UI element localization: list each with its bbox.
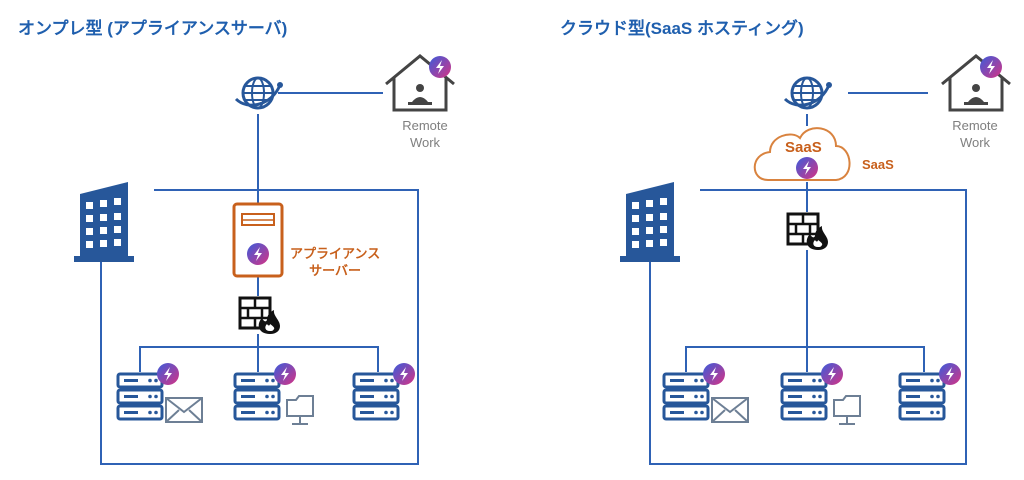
globe-icon xyxy=(234,76,285,110)
appliance-label-line1: アプライアンス xyxy=(290,246,381,261)
mail-server-icon xyxy=(116,372,164,421)
firewall-icon xyxy=(786,212,830,252)
bolt-badge-icon xyxy=(393,363,415,385)
appliance-server-icon xyxy=(232,202,284,278)
appliance-server-label: アプライアンス サーバー xyxy=(290,245,380,279)
bolt-badge-icon xyxy=(429,56,451,78)
bolt-badge-icon xyxy=(274,363,296,385)
remote-work-line1: Remote xyxy=(402,118,448,133)
cloud-inner-label: SaaS xyxy=(785,139,822,156)
bolt-badge-icon xyxy=(821,363,843,385)
remote-work-line2: Work xyxy=(409,135,441,150)
remote-work-line1: Remote xyxy=(952,118,998,133)
bolt-badge-icon xyxy=(157,363,179,385)
mail-icon xyxy=(711,397,749,423)
cloud-icon xyxy=(753,127,851,181)
globe-icon xyxy=(783,76,834,110)
file-server-icon xyxy=(233,372,281,421)
office-building-icon xyxy=(74,182,134,262)
right-panel-title: クラウド型(SaaS ホスティング) xyxy=(560,19,804,38)
bolt-badge-icon xyxy=(980,56,1002,78)
left-panel-title: オンプレ型 (アプライアンスサーバ) xyxy=(18,19,288,38)
file-server-icon xyxy=(780,372,828,421)
remote-work-line2: Work xyxy=(959,135,991,150)
remote-work-caption: Remote Work xyxy=(940,117,1010,151)
bolt-badge-icon xyxy=(939,363,961,385)
saas-label: SaaS xyxy=(862,157,894,172)
folder-icon xyxy=(286,395,314,425)
server-icon xyxy=(898,372,946,421)
left-connector-lines xyxy=(100,92,419,465)
folder-icon xyxy=(833,395,861,425)
server-icon xyxy=(352,372,400,421)
remote-work-caption: Remote Work xyxy=(390,117,460,151)
mail-icon xyxy=(165,397,203,423)
firewall-icon xyxy=(238,296,282,336)
office-building-icon xyxy=(620,182,680,262)
appliance-label-line2: サーバー xyxy=(309,263,362,278)
right-connector-lines xyxy=(649,92,967,465)
mail-server-icon xyxy=(662,372,710,421)
bolt-badge-icon xyxy=(703,363,725,385)
